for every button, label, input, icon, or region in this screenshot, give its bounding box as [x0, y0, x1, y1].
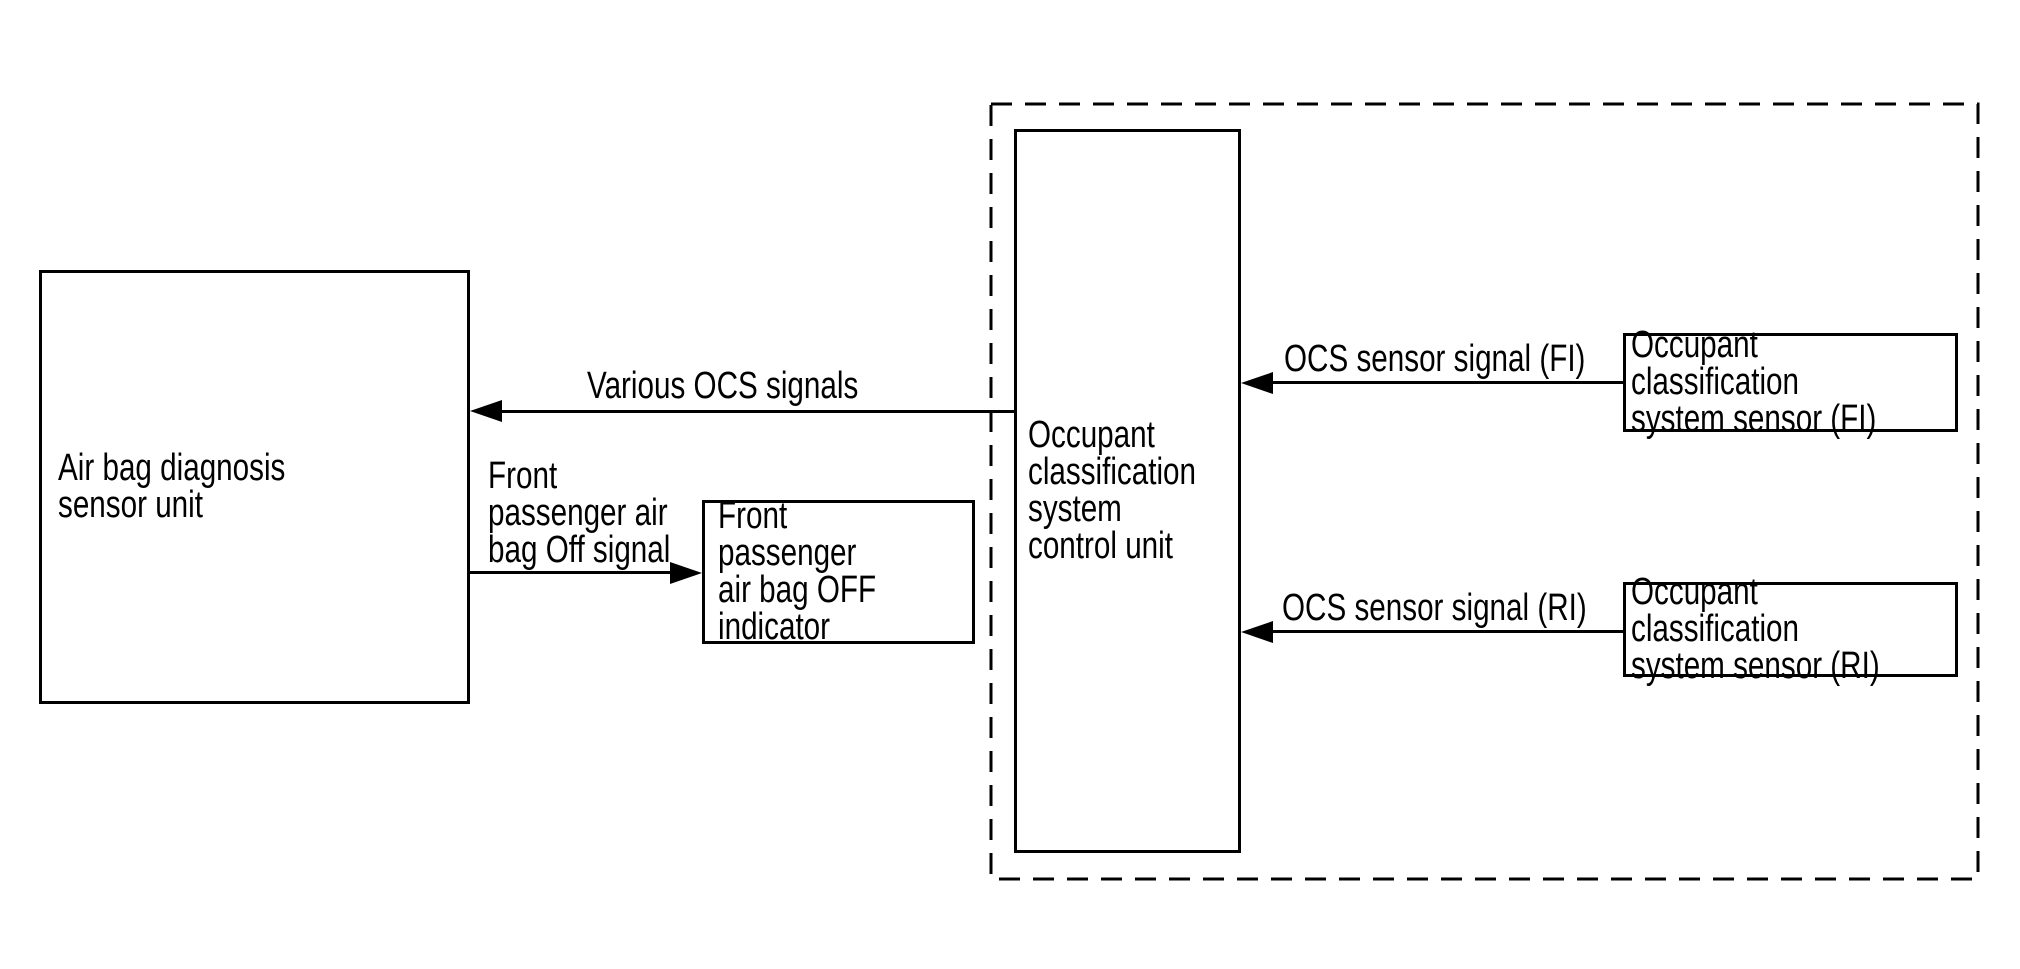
ocs-sensor-signal-ri-label: OCS sensor signal (RI): [1282, 587, 1587, 629]
ocs-control-unit-box: Occupant classification system control u…: [1014, 129, 1241, 853]
various-ocs-signals-line: [498, 410, 1014, 413]
front-passenger-airbag-off-indicator-label: Front passenger air bag OFF indicator: [718, 495, 877, 648]
airbag-diagnosis-sensor-unit-label: Air bag diagnosis sensor unit: [58, 447, 286, 526]
front-passenger-airbag-off-signal-line: [470, 571, 672, 574]
ocs-sensor-fi-label: Occupant classification system sensor (F…: [1631, 324, 1877, 440]
front-passenger-airbag-off-signal-label: Front passenger air bag Off signal: [488, 455, 671, 571]
ocs-dashed-group-rect: [989, 102, 1980, 881]
airbag-diagnosis-sensor-unit-box: Air bag diagnosis sensor unit: [39, 270, 470, 704]
ocs-dashed-group-border: [989, 102, 1980, 881]
ocs-sensor-signal-fi-arrowhead: [1241, 372, 1273, 394]
ocs-sensor-signal-fi-label: OCS sensor signal (FI): [1284, 338, 1586, 380]
ocs-sensor-fi-box: Occupant classification system sensor (F…: [1623, 326, 1958, 438]
ocs-control-unit-label: Occupant classification system control u…: [1028, 414, 1197, 567]
front-passenger-airbag-off-indicator-box: Front passenger air bag OFF indicator: [702, 495, 975, 648]
various-ocs-signals-arrowhead: [470, 400, 502, 422]
ocs-sensor-signal-fi-line: [1269, 381, 1623, 384]
ocs-sensor-ri-label: Occupant classification system sensor (R…: [1631, 571, 1880, 687]
ocs-sensor-ri-box: Occupant classification system sensor (R…: [1623, 573, 1958, 685]
various-ocs-signals-label: Various OCS signals: [587, 365, 859, 407]
front-passenger-airbag-off-signal-arrowhead: [670, 562, 702, 584]
ocs-sensor-signal-ri-arrowhead: [1241, 621, 1273, 643]
ocs-sensor-signal-ri-line: [1269, 630, 1623, 633]
